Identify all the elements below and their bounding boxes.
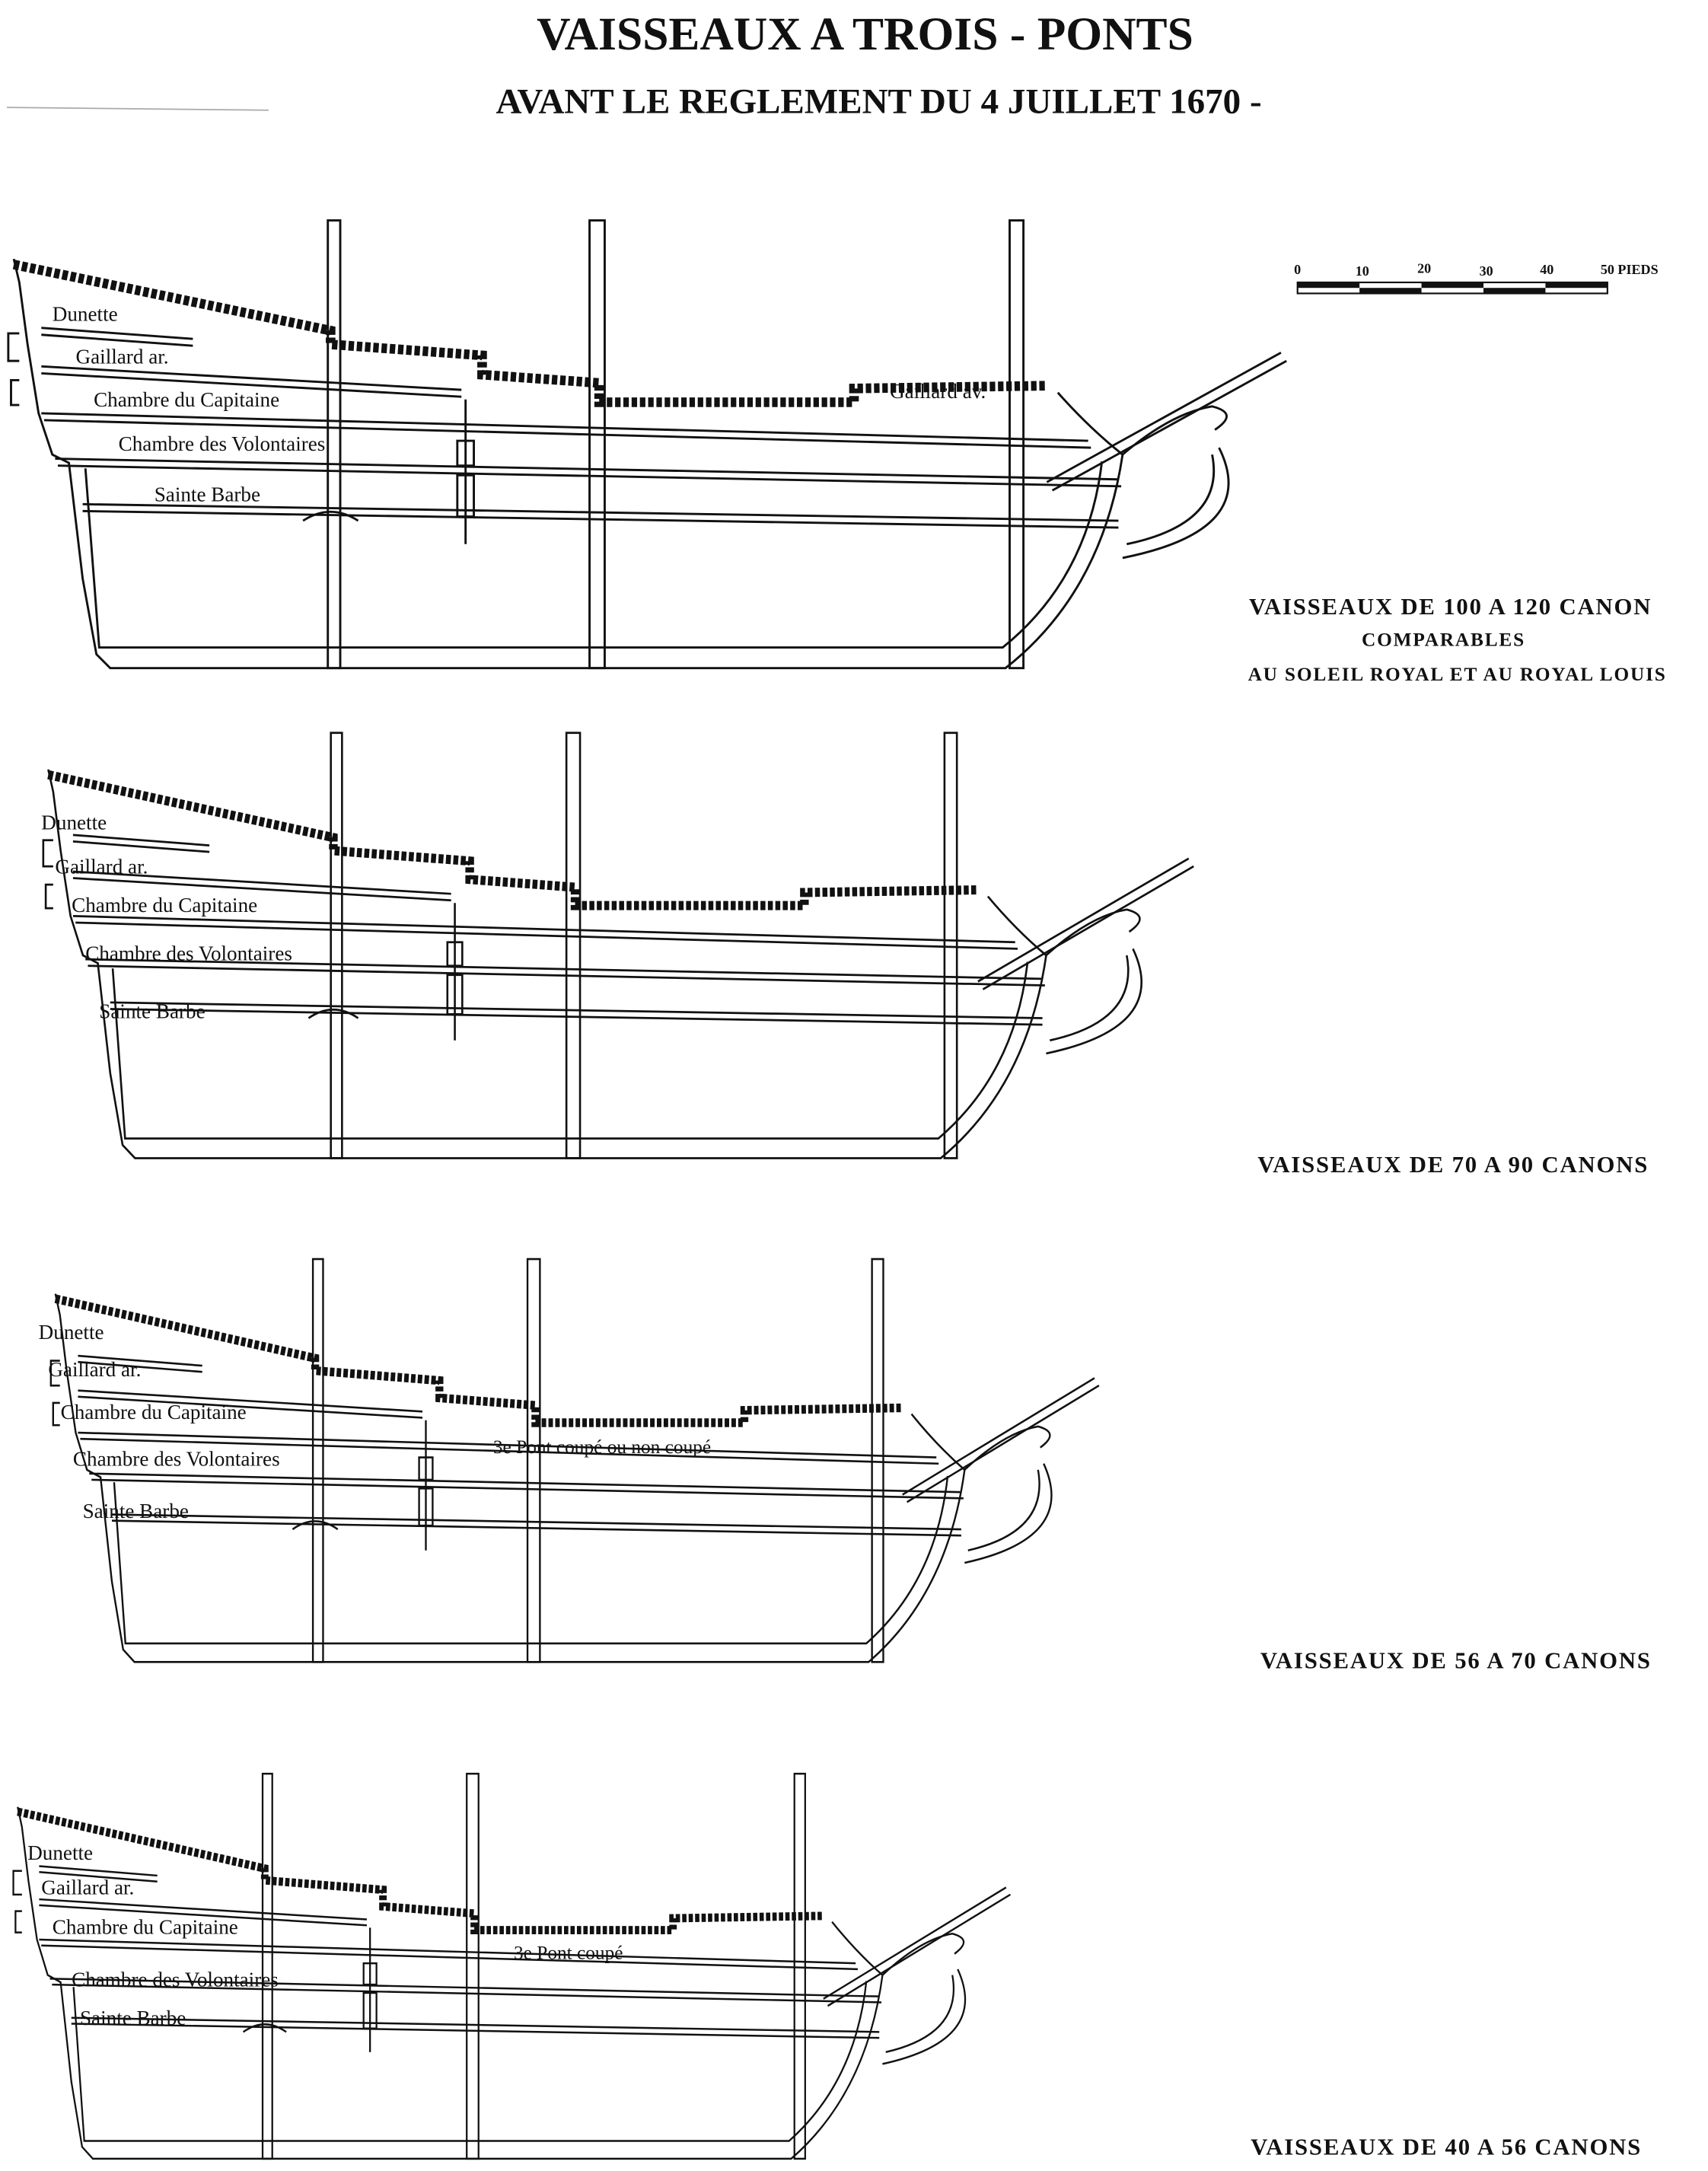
deck-label: Chambre des Volontaires xyxy=(85,942,292,964)
ship-4-caption: VAISSEAUX DE 40 A 56 CANONS xyxy=(1251,2134,1642,2160)
deck-label: Dunette xyxy=(41,811,107,834)
caption-line: COMPARABLES xyxy=(1362,630,1525,651)
deck-label: Dunette xyxy=(27,1841,93,1864)
deck-label: Sainte Barbe xyxy=(99,999,205,1022)
ship-3-labels: Dunette Gaillard ar. Chambre du Capitain… xyxy=(39,1321,711,1522)
scale-tick: 30 xyxy=(1480,263,1493,279)
deck-label: Dunette xyxy=(39,1321,104,1344)
ship-4-labels: Dunette Gaillard ar. Chambre du Capitain… xyxy=(27,1841,623,2029)
ship-1-caption: VAISSEAUX DE 100 A 120 CANON COMPARABLES… xyxy=(1248,594,1667,685)
deck-label: Chambre des Volontaires xyxy=(119,432,326,455)
scale-tick: 40 xyxy=(1540,262,1553,277)
deck-label: 3e Pont coupé xyxy=(514,1942,623,1963)
caption-line: AU SOLEIL ROYAL ET AU ROYAL LOUIS xyxy=(1248,664,1667,685)
deck-label: Chambre du Capitaine xyxy=(61,1401,247,1423)
deck-label: Chambre du Capitaine xyxy=(94,388,279,411)
deck-label: Chambre des Volontaires xyxy=(72,1969,279,1991)
deck-label: Gaillard ar. xyxy=(76,346,169,368)
ship-drawing-4 xyxy=(14,1774,1011,2159)
ship-1-labels: Dunette Gaillard ar. Chambre du Capitain… xyxy=(53,303,986,506)
scale-tick: 0 xyxy=(1294,262,1301,277)
deck-label: Gaillard ar. xyxy=(41,1876,134,1898)
scale-tick: 10 xyxy=(1356,263,1369,279)
scale-bar: 0 10 20 30 40 50 PIEDS xyxy=(1294,260,1659,295)
deck-label: Gaillard ar. xyxy=(48,1358,141,1381)
page-title: VAISSEAUX A TROIS - PONTS xyxy=(537,8,1193,60)
margin-mark xyxy=(7,107,269,111)
deck-label: Chambre du Capitaine xyxy=(53,1916,238,1939)
scale-tick: 50 PIEDS xyxy=(1601,262,1659,277)
deck-label: Chambre du Capitaine xyxy=(72,894,257,917)
deck-label: Gaillard av. xyxy=(890,380,986,403)
ship-2-caption: VAISSEAUX DE 70 A 90 CANONS xyxy=(1257,1152,1649,1178)
deck-label: 3e Pont coupé ou non coupé xyxy=(493,1436,711,1458)
caption-line: VAISSEAUX DE 100 A 120 CANON xyxy=(1249,594,1652,620)
deck-label: Gaillard ar. xyxy=(55,855,148,878)
deck-label: Chambre des Volontaires xyxy=(73,1447,280,1470)
ship-2-labels: Dunette Gaillard ar. Chambre du Capitain… xyxy=(41,811,292,1022)
scale-tick: 20 xyxy=(1417,260,1431,276)
deck-label: Sainte Barbe xyxy=(80,2007,186,2029)
deck-label: Sainte Barbe xyxy=(83,1500,189,1522)
ship-3-caption: VAISSEAUX DE 56 A 70 CANONS xyxy=(1260,1647,1652,1673)
deck-label: Sainte Barbe xyxy=(155,483,260,506)
page-subtitle: AVANT LE REGLEMENT DU 4 JUILLET 1670 - xyxy=(496,81,1262,121)
deck-label: Dunette xyxy=(53,303,118,326)
